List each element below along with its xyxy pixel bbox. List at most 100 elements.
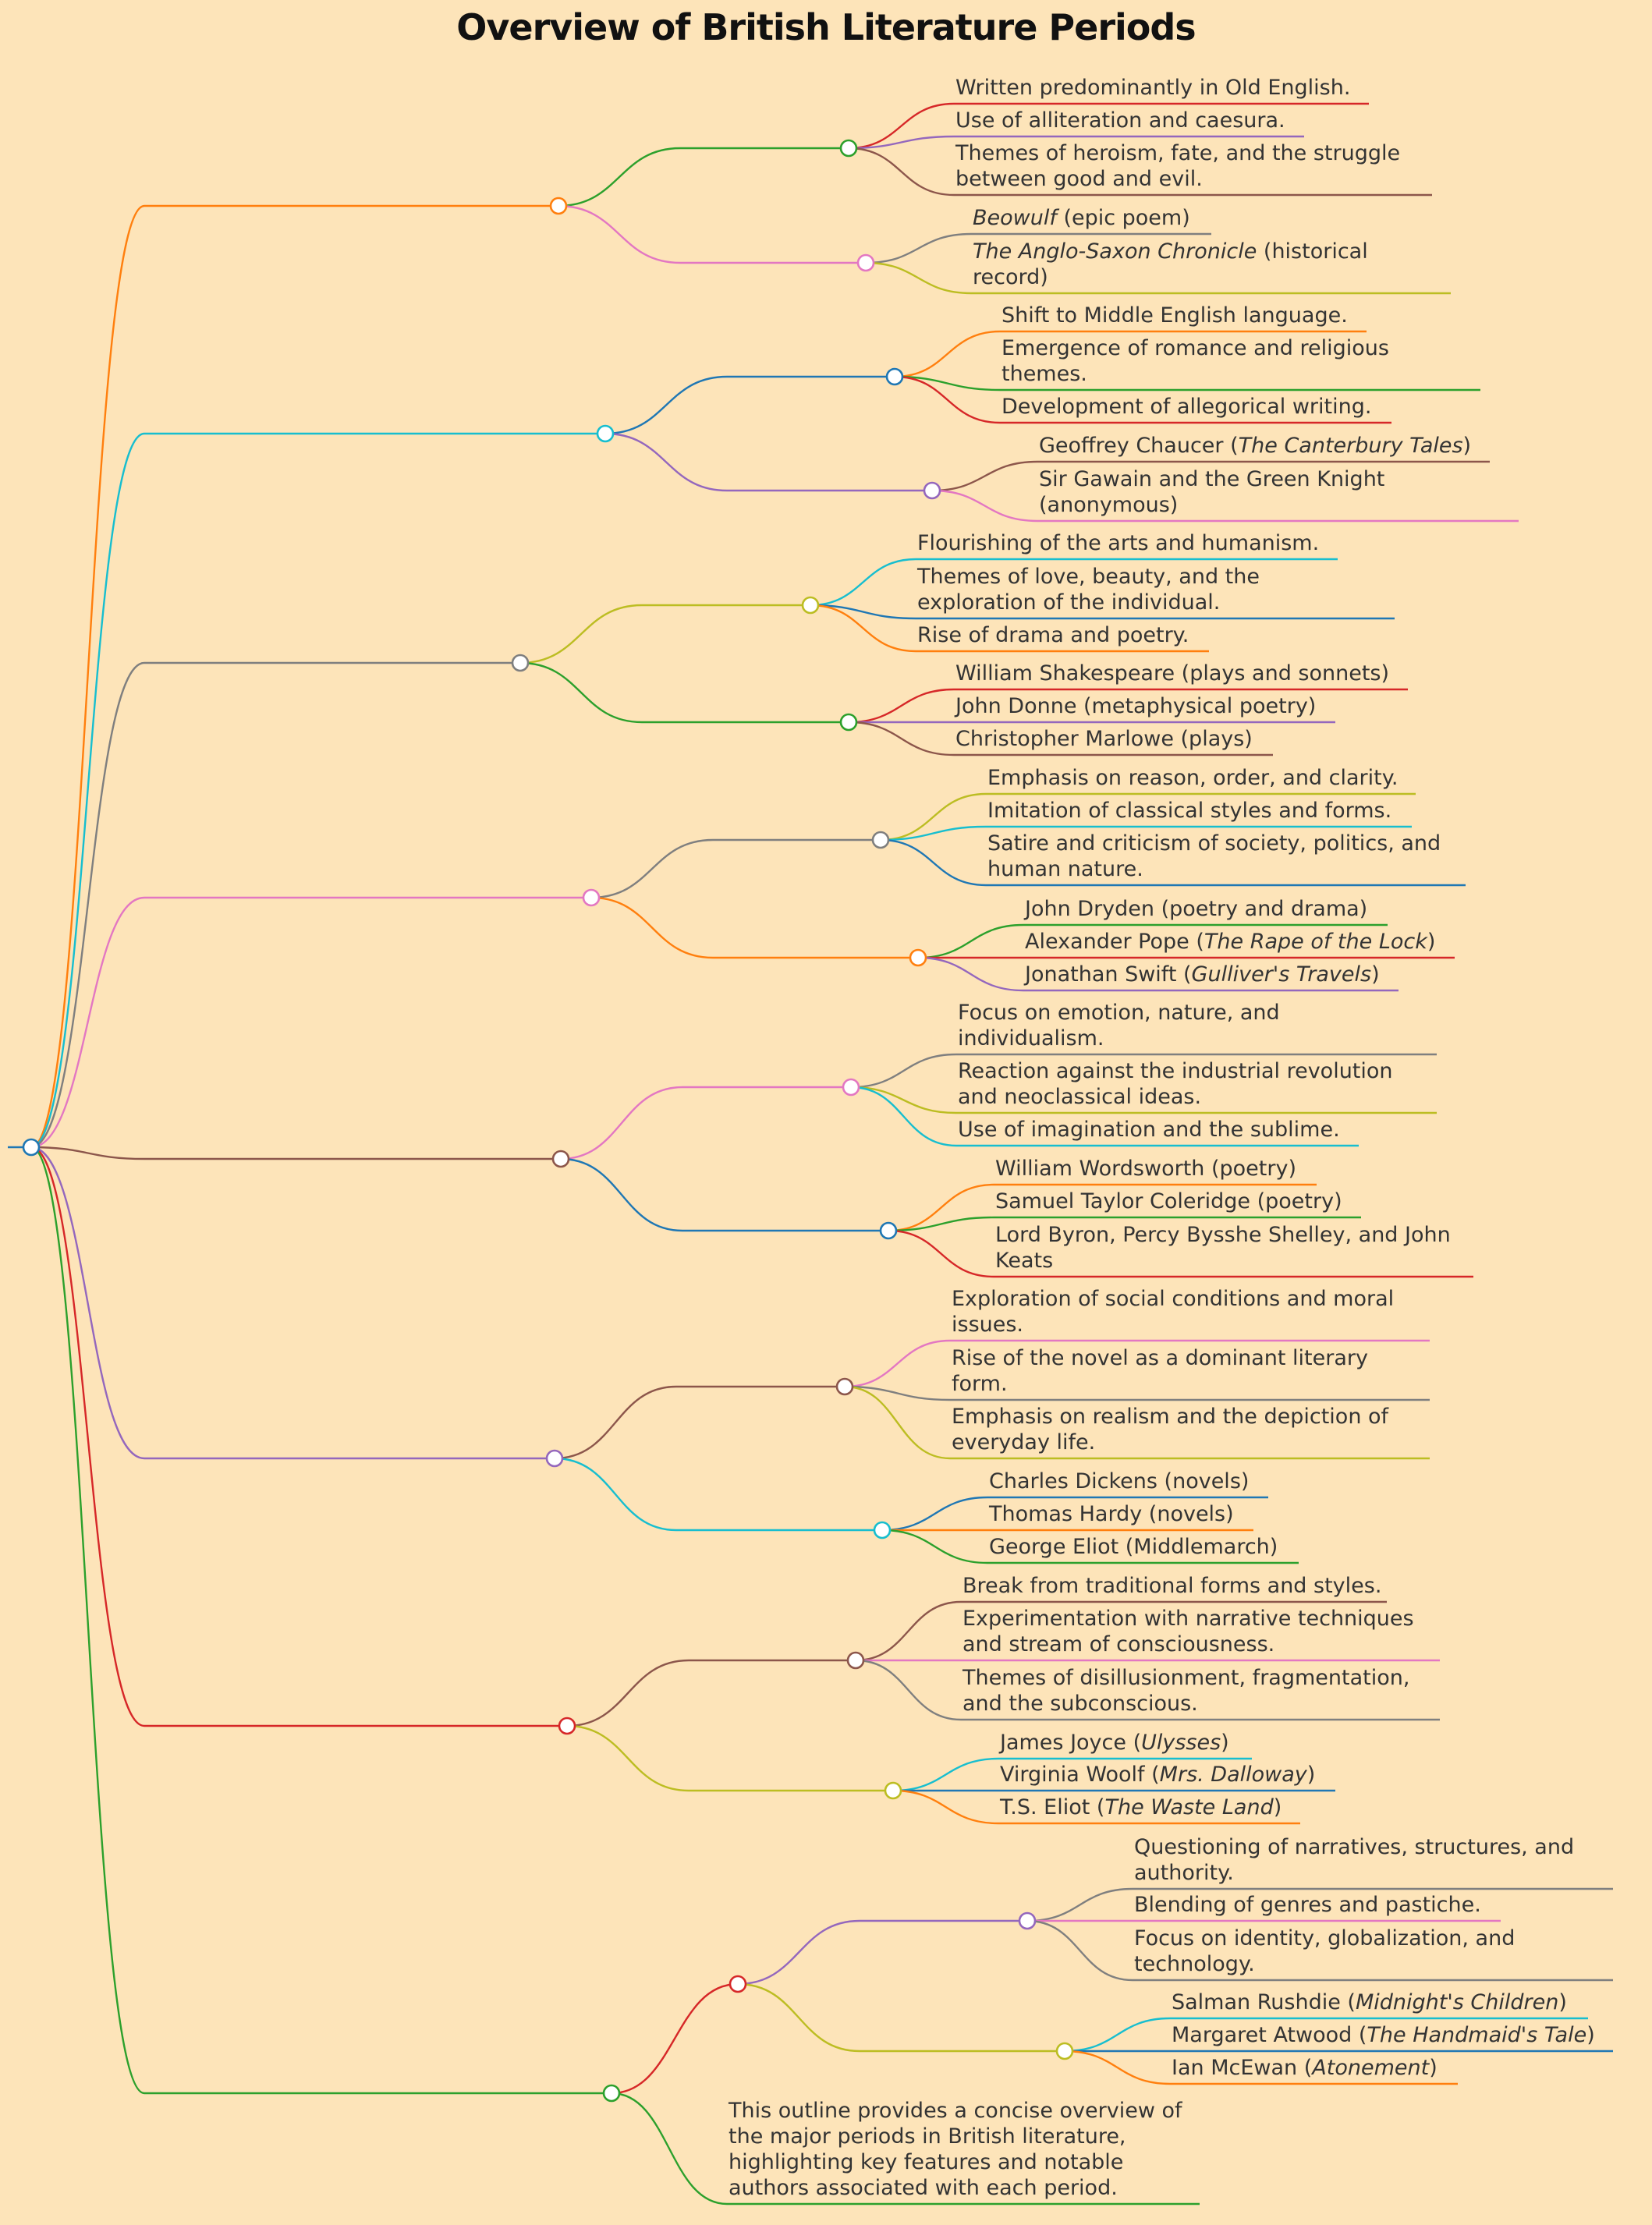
group-node-5-2[interactable] <box>879 1221 898 1240</box>
item-line: Flourishing of the arts and humanism. <box>917 531 1320 555</box>
item-line: Salman Rushdie (Midnight's Children) <box>1172 1989 1567 2015</box>
period-node-2[interactable] <box>596 424 615 443</box>
group-node-3-2[interactable] <box>839 713 858 732</box>
group-node-6-2[interactable] <box>873 1521 892 1539</box>
group-node-6-1[interactable] <box>835 1377 854 1396</box>
edge-group-7-2 <box>566 1724 690 1792</box>
period-node-4[interactable] <box>582 888 601 907</box>
edge-item-8-2-1 <box>1064 2017 1171 2053</box>
item-label-3-2-2: John Donne (metaphysical poetry) <box>955 693 1316 719</box>
item-label-2-1-3: Development of allegorical writing. <box>1001 394 1371 420</box>
edge-group-1-1 <box>558 147 681 207</box>
text-span: Jonathan Swift ( <box>1025 962 1192 987</box>
note-line: highlighting key features and notable <box>729 2150 1124 2174</box>
item-line: Written predominantly in Old English. <box>955 76 1351 100</box>
item-line: Sir Gawain and the Green Knight <box>1039 467 1385 491</box>
text-span: Ian McEwan ( <box>1172 2056 1313 2080</box>
edge-group-6-1 <box>554 1385 677 1460</box>
edge-item-3-2-1 <box>848 688 955 724</box>
edge-item-2-1-3 <box>894 375 1001 424</box>
edge-group-8-1 <box>737 1919 860 1986</box>
item-line: Use of imagination and the sublime. <box>958 1118 1340 1142</box>
item-line: Alexander Pope (The Rape of the Lock) <box>1025 929 1435 955</box>
edge-item-4-1-3 <box>880 838 987 887</box>
group-node-7-1[interactable] <box>846 1651 865 1670</box>
group-node-8-1[interactable] <box>1018 1911 1037 1930</box>
text-span: Alexander Pope ( <box>1025 930 1204 954</box>
edge-period-1 <box>30 204 145 1149</box>
root-node[interactable] <box>22 1138 41 1157</box>
item-line: (anonymous) <box>1039 493 1179 517</box>
item-label-8-2-1: Salman Rushdie (Midnight's Children) <box>1172 1989 1567 2015</box>
item-line: Emergence of romance and religious <box>1001 336 1389 360</box>
item-line: human nature. <box>987 857 1143 881</box>
edge-item-1-2-2 <box>865 261 972 295</box>
text-span: ) <box>1586 2023 1595 2047</box>
item-line: Thomas Hardy (novels) <box>989 1502 1234 1526</box>
item-line: Exploration of social conditions and mor… <box>952 1287 1395 1311</box>
group-node-4-1[interactable] <box>871 831 890 849</box>
item-line: Christopher Marlowe (plays) <box>955 727 1253 751</box>
edge-item-1-1-2 <box>848 135 955 150</box>
item-line: Charles Dickens (novels) <box>989 1469 1250 1493</box>
period-node-7[interactable] <box>558 1717 576 1735</box>
item-line: John Donne (metaphysical poetry) <box>955 694 1317 718</box>
period-node-5[interactable] <box>551 1150 570 1168</box>
edge-period-8-hub <box>611 1982 739 2095</box>
item-line: John Dryden (poetry and drama) <box>1025 897 1368 921</box>
item-line: Focus on identity, globalization, and <box>1134 1926 1516 1950</box>
item-label-1-1-1: Written predominantly in Old English. <box>955 75 1350 101</box>
item-line: Lord Byron, Percy Bysshe Shelley, and Jo… <box>995 1223 1451 1247</box>
item-line: individualism. <box>958 1026 1104 1050</box>
title-italic: The Handmaid's Tale <box>1367 2023 1587 2047</box>
edge-item-8-2-3 <box>1064 2050 1171 2085</box>
item-label-1-1-3: Themes of heroism, fate, and the struggl… <box>955 140 1400 192</box>
text-span: ) <box>1221 1731 1229 1755</box>
edge-group-3-1 <box>519 604 643 664</box>
group-node-7-2[interactable] <box>884 1781 902 1800</box>
period-node-1[interactable] <box>549 197 568 215</box>
edge-period-8 <box>30 1146 145 2095</box>
edge-group-2-1 <box>604 375 728 435</box>
edge-item-5-2-3 <box>888 1229 994 1278</box>
title-italic: The Anglo-Saxon Chronicle <box>973 239 1257 264</box>
item-line: Use of alliteration and caesura. <box>955 108 1285 133</box>
item-line: Margaret Atwood (The Handmaid's Tale) <box>1172 2022 1595 2048</box>
item-label-4-1-1: Emphasis on reason, order, and clarity. <box>987 765 1398 791</box>
edge-group-7-1 <box>566 1659 690 1727</box>
group-node-1-2[interactable] <box>856 253 875 272</box>
group-node-4-2[interactable] <box>909 948 927 967</box>
period-node-3[interactable] <box>511 654 530 672</box>
item-line: themes. <box>1001 362 1087 386</box>
edge-period-2 <box>30 432 145 1149</box>
item-line: Rise of drama and poetry. <box>917 623 1189 647</box>
title-italic: Midnight's Children <box>1355 1990 1559 2014</box>
item-line: between good and evil. <box>955 167 1203 191</box>
edge-item-5-2-1 <box>888 1183 994 1232</box>
edge-item-6-1-3 <box>844 1385 951 1460</box>
item-label-2-1-1: Shift to Middle English language. <box>1001 303 1348 328</box>
edge-item-2-1-2 <box>894 375 1001 392</box>
period-node-6[interactable] <box>545 1449 564 1468</box>
item-label-3-1-1: Flourishing of the arts and humanism. <box>917 530 1319 556</box>
group-node-8-2[interactable] <box>1055 2042 1074 2060</box>
nodes <box>22 139 1074 2103</box>
item-line: George Eliot (Middlemarch) <box>989 1535 1278 1559</box>
item-line: Themes of disillusionment, fragmentation… <box>962 1666 1410 1690</box>
group-node-5-1[interactable] <box>842 1078 860 1097</box>
item-label-4-2-2: Alexander Pope (The Rape of the Lock) <box>1025 929 1435 955</box>
text-span: ) <box>1273 1795 1282 1819</box>
group-node-2-2[interactable] <box>923 481 941 500</box>
group-node-1-1[interactable] <box>839 139 858 158</box>
item-label-7-2-1: James Joyce (Ulysses) <box>1000 1730 1229 1756</box>
period-8-hub-node[interactable] <box>729 1975 747 1993</box>
item-line: Themes of heroism, fate, and the struggl… <box>955 141 1401 165</box>
item-line: issues. <box>952 1313 1024 1337</box>
group-node-2-1[interactable] <box>885 367 904 386</box>
period-node-8[interactable] <box>602 2084 621 2103</box>
group-node-3-1[interactable] <box>801 596 820 615</box>
edge-group-4-1 <box>590 838 714 899</box>
